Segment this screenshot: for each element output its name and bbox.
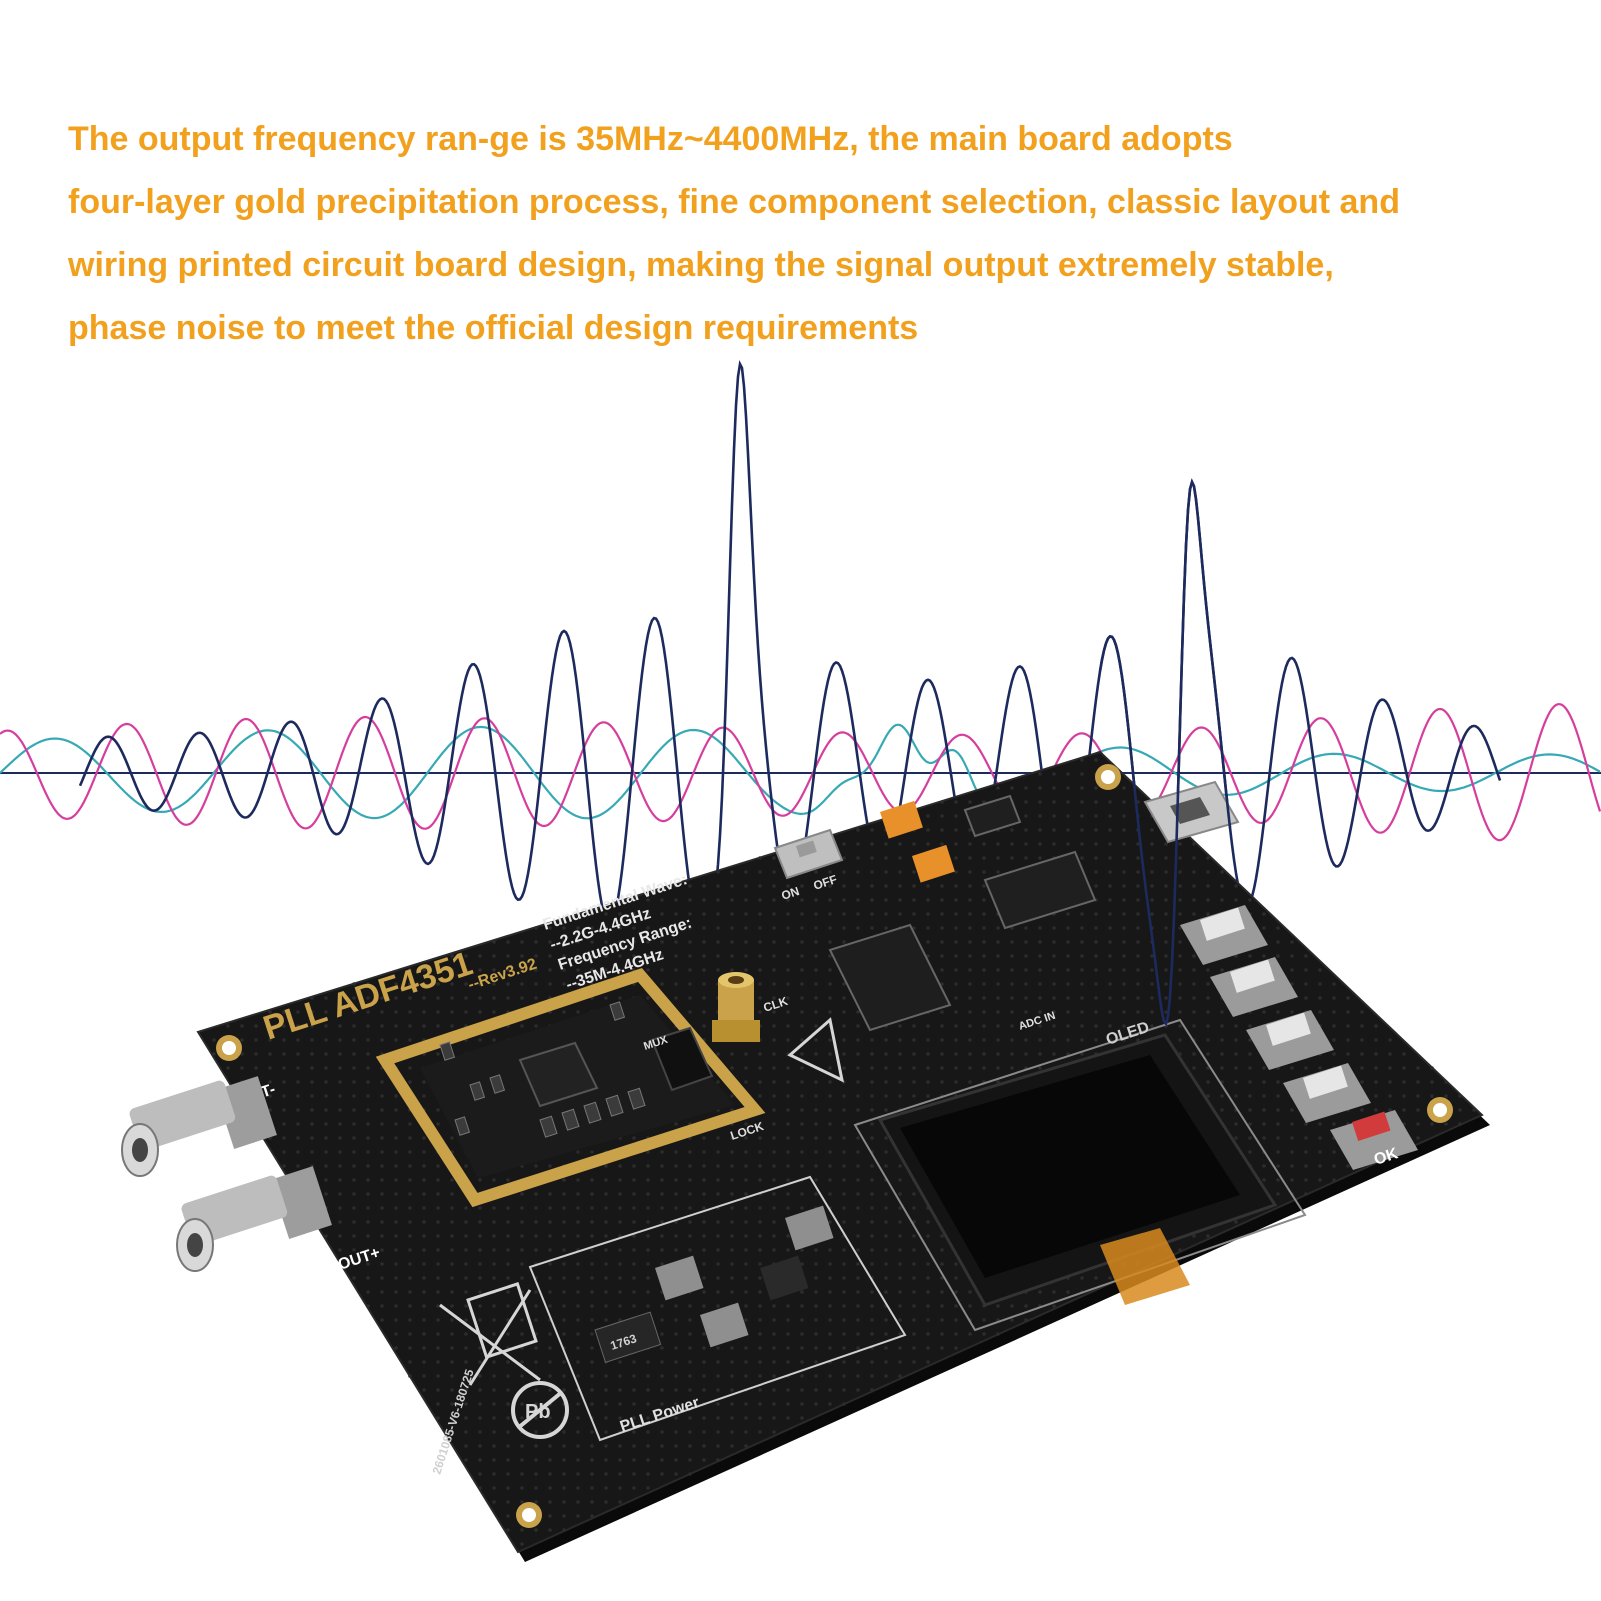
wave-magenta: [0, 703, 1601, 842]
sma-out-plus-connector: [176, 1166, 332, 1272]
oled-display: [853, 1018, 1307, 1332]
pb-free-icon: Pb: [511, 1381, 569, 1439]
pcb-board: Pb PLL ADF4351 --Rev3.92 Fundamental Wav…: [121, 750, 1490, 1562]
power-section: [528, 1175, 907, 1442]
headline-line-3: wiring printed circuit board design, mak…: [68, 246, 1334, 284]
button-3[interactable]: [1246, 1010, 1334, 1070]
button-2[interactable]: [1210, 957, 1298, 1017]
ok-button[interactable]: [1330, 1110, 1418, 1170]
switch-on-label: ON: [780, 884, 801, 903]
button-1[interactable]: [1180, 905, 1268, 965]
power-switch[interactable]: [773, 828, 844, 880]
adf4351-chip: [518, 1026, 714, 1108]
pb-mark: Pb: [525, 1401, 551, 1423]
mounting-holes: [216, 764, 1453, 1528]
clk-sma-connector: [712, 972, 760, 1042]
passive-components: [439, 1001, 646, 1138]
tantalum-capacitors: [880, 800, 955, 883]
headline-text: The output frequency ran-ge is 35MHz~440…: [68, 108, 1568, 360]
micro-usb-port[interactable]: [1143, 780, 1240, 844]
weee-bin-icon: [439, 1282, 541, 1386]
sma-out-minus-connector: [121, 1076, 277, 1177]
esd-warning-icon: [787, 1017, 845, 1083]
regulator-ics: [963, 794, 1097, 930]
button-4[interactable]: [1283, 1063, 1371, 1123]
headline-line-1: The output frequency ran-ge is 35MHz~440…: [68, 120, 1233, 158]
headline-line-2: four-layer gold precipitation process, f…: [68, 183, 1400, 221]
wave-navy-foreground: [1098, 478, 1232, 1027]
tactile-buttons: [1180, 905, 1418, 1170]
wave-teal: [0, 723, 1601, 820]
ok-label: OK: [1372, 1145, 1401, 1169]
microcontroller-chip: [828, 923, 952, 1032]
headline-line-4: phase noise to meet the official design …: [68, 309, 919, 347]
